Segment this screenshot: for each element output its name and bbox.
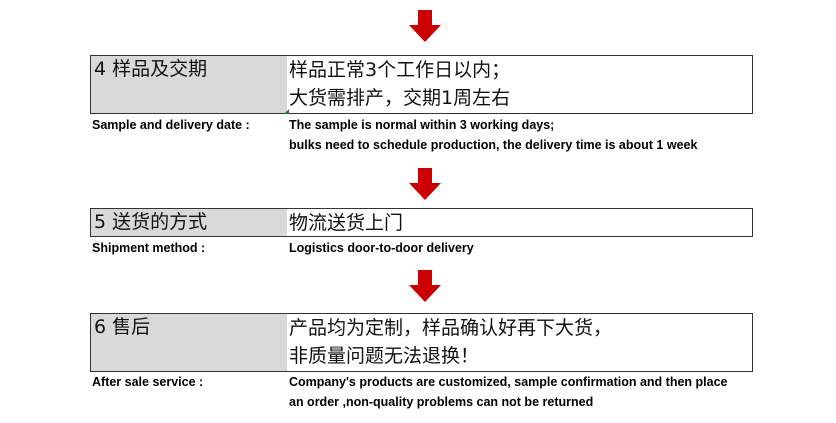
- after-sale-value-en-1: Company's products are customized, sampl…: [289, 375, 728, 389]
- shipment-method-value-zh: 物流送货上门: [287, 209, 752, 236]
- value-line: 样品正常3个工作日以内；: [289, 59, 511, 81]
- sample-delivery-value-en-2: bulks need to schedule production, the d…: [289, 138, 698, 152]
- sample-delivery-value-zh: 样品正常3个工作日以内； 大货需排产，交期1周左右: [287, 56, 752, 113]
- down-arrow-icon: [409, 270, 441, 302]
- sample-delivery-row: 4 样品及交期 样品正常3个工作日以内； 大货需排产，交期1周左右: [90, 55, 753, 114]
- value-line: 物流送货上门: [289, 212, 404, 234]
- shipment-method-value-en: Logistics door-to-door delivery: [289, 241, 474, 255]
- cell-marker-icon: [284, 109, 289, 114]
- sample-delivery-value-en-1: The sample is normal within 3 working da…: [289, 118, 555, 132]
- section-label-text: 4 样品及交期: [94, 58, 208, 80]
- after-sale-value-zh: 产品均为定制，样品确认好再下大货， 非质量问题无法退换！: [287, 314, 752, 371]
- after-sale-value-en-2: an order ,non-quality problems can not b…: [289, 395, 594, 409]
- section-label-text: 5 送货的方式: [94, 211, 208, 233]
- shipment-method-row: 5 送货的方式 物流送货上门: [90, 208, 753, 237]
- shipment-method-label-zh: 5 送货的方式: [91, 209, 287, 236]
- after-sale-row: 6 售后 产品均为定制，样品确认好再下大货， 非质量问题无法退换！: [90, 313, 753, 372]
- sample-delivery-label-en: Sample and delivery date :: [92, 118, 250, 132]
- after-sale-label-zh: 6 售后: [91, 314, 287, 371]
- shipment-method-label-en: Shipment method :: [92, 241, 206, 255]
- value-line: 非质量问题无法退换！: [289, 345, 480, 367]
- section-label-text: 6 售后: [94, 316, 151, 338]
- after-sale-label-en: After sale service :: [92, 375, 204, 389]
- down-arrow-icon: [409, 168, 441, 200]
- down-arrow-icon: [409, 10, 441, 42]
- sample-delivery-label-zh: 4 样品及交期: [91, 56, 289, 114]
- value-line: 产品均为定制，样品确认好再下大货，: [289, 317, 613, 339]
- value-line: 大货需排产，交期1周左右: [289, 87, 511, 109]
